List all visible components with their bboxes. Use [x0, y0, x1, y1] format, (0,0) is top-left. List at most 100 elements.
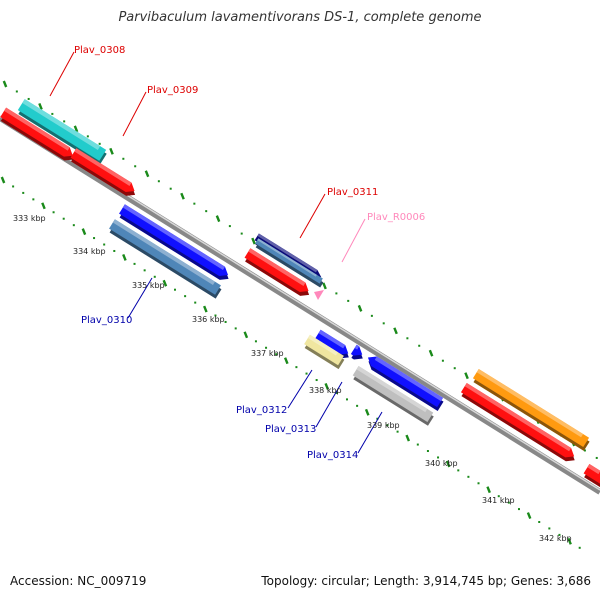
- gene-blue-0312a: [314, 329, 349, 359]
- gene-red-left-highlight: [4, 107, 70, 151]
- lower-tick-row-minor-tick: [548, 527, 551, 530]
- upper-tick-row-minor-tick: [240, 232, 243, 235]
- gene-label: Plav_R0006: [367, 212, 425, 223]
- upper-tick-row-minor-tick: [441, 359, 444, 362]
- gene-red-right: [460, 382, 575, 462]
- lower-tick-row-minor-tick: [295, 366, 298, 369]
- gene-blue-small: [350, 344, 363, 360]
- lower-tick-row-minor-tick: [315, 379, 318, 382]
- gene-red-0309-highlight: [74, 148, 132, 186]
- upper-tick-row-minor-tick: [122, 157, 125, 160]
- lower-tick-row-minor-tick: [437, 456, 440, 459]
- gene-red-0311-body: [244, 248, 309, 293]
- lower-tick-row-major-tick: [445, 460, 451, 468]
- lower-tick-row-minor-tick: [558, 533, 561, 536]
- gene-red-left: [0, 107, 74, 161]
- gene-label: Plav_0309: [147, 85, 198, 96]
- gene-khaki-0312-highlight: [307, 334, 338, 356]
- gene-navy-0311-highlight: [257, 233, 318, 273]
- lower-tick-row-minor-tick: [345, 398, 348, 401]
- lower-tick-row-minor-tick: [376, 417, 379, 420]
- tick-label: 339 kbp: [367, 421, 400, 430]
- lower-tick-row-minor-tick: [386, 424, 389, 427]
- gene-label: Plav_0310: [81, 315, 132, 326]
- gene-red-right-highlight: [464, 382, 572, 452]
- leader-line-6: [315, 381, 343, 428]
- lower-tick-row-minor-tick: [265, 346, 268, 349]
- upper-tick-row-minor-tick: [228, 225, 231, 228]
- gene-pink-R0006: [314, 290, 324, 300]
- upper-tick-row-major-tick: [180, 192, 185, 200]
- lower-tick-row-minor-tick: [93, 237, 96, 240]
- map-title: Parvibaculum lavamentivorans DS-1, compl…: [118, 10, 482, 25]
- lower-tick-row-major-tick: [405, 434, 411, 442]
- upper-tick-row-minor-tick: [15, 90, 18, 93]
- leader-line-0: [49, 51, 75, 97]
- lower-tick-row-major-tick: [324, 383, 330, 390]
- gene-blue-top-body: [119, 204, 229, 277]
- tick-label: 335 kbp: [132, 281, 165, 290]
- gene-red-0309-body: [70, 148, 135, 193]
- upper-tick-row-major-tick: [2, 80, 8, 88]
- genome-summary: Topology: circular; Length: 3,914,745 bp…: [261, 574, 591, 588]
- upper-tick-row-minor-tick: [63, 120, 66, 123]
- lower-tick-row-minor-tick: [356, 404, 359, 407]
- lower-tick-row-major-tick: [486, 486, 491, 494]
- accession-label: Accession: NC_009719: [10, 574, 147, 588]
- lower-tick-row-minor-tick: [22, 191, 25, 194]
- upper-tick-row-minor-tick: [595, 456, 598, 459]
- lower-tick-row-minor-tick: [143, 269, 146, 272]
- tick-label: 338 kbp: [309, 386, 342, 395]
- tick-label: 337 kbp: [251, 349, 284, 358]
- gene-red-edge: [583, 464, 600, 488]
- upper-tick-row-major-tick: [322, 282, 327, 290]
- upper-tick-row-minor-tick: [335, 292, 338, 295]
- gene-cyan-top-body: [17, 99, 107, 161]
- gene-blue-0314: [367, 356, 444, 412]
- gene-blue-0312a-body: [314, 329, 349, 355]
- lower-tick-row-major-tick: [203, 305, 208, 313]
- gene-arrows: [0, 99, 600, 488]
- lower-tick-row-minor-tick: [335, 391, 338, 394]
- lower-tick-row-minor-tick: [194, 301, 197, 304]
- tick-label: 334 kbp: [73, 247, 106, 256]
- gene-silver-0313-highlight: [356, 366, 428, 413]
- gene-steel-0311b-body: [255, 238, 323, 284]
- upper-tick-row-major-tick: [38, 102, 43, 110]
- lower-tick-row-minor-tick: [457, 469, 460, 472]
- lower-tick-row-major-tick: [526, 512, 532, 519]
- lower-tick-row-minor-tick: [254, 340, 257, 343]
- tick-label: 336 kbp: [192, 315, 225, 324]
- lower-tick-row-minor-tick: [275, 353, 278, 356]
- gene-steel-0310-highlight: [112, 219, 216, 285]
- lower-tick-row-major-tick: [41, 202, 46, 210]
- lower-tick-row-minor-tick: [234, 327, 237, 330]
- lower-tick-row-minor-tick: [497, 495, 500, 498]
- upper-tick-row-major-tick: [73, 125, 79, 133]
- lower-tick-row-minor-tick: [103, 243, 106, 246]
- lower-tick-row-major-tick: [162, 279, 168, 287]
- gene-cyan-top: [17, 99, 107, 165]
- upper-tick-row-minor-tick: [370, 314, 373, 317]
- lower-tick-row-minor-tick: [224, 320, 227, 323]
- lower-tick-row-major-tick: [364, 408, 370, 416]
- gene-orange-body: [472, 368, 590, 448]
- lower-tick-row-minor-tick: [396, 430, 399, 433]
- lower-tick-row-minor-tick: [173, 288, 176, 291]
- gene-steel-0310: [109, 219, 222, 299]
- lower-tick-row-minor-tick: [538, 520, 541, 523]
- gene-steel-0310-body: [109, 219, 221, 295]
- lower-tick-row-minor-tick: [416, 443, 419, 446]
- upper-tick-row-minor-tick: [134, 165, 137, 168]
- gene-label: Plav_0312: [236, 405, 287, 416]
- upper-tick-row-minor-tick: [51, 112, 54, 115]
- upper-tick-row-minor-tick: [86, 135, 89, 138]
- lower-tick-row-major-tick: [122, 253, 127, 261]
- gene-orange-highlight: [476, 368, 584, 438]
- gene-steel-0311b: [255, 238, 324, 288]
- lower-tick-row-major-tick: [567, 537, 572, 545]
- lower-tick-row-minor-tick: [153, 275, 156, 278]
- leader-line-7: [357, 411, 383, 454]
- gene-red-0311-highlight: [248, 248, 306, 286]
- gene-red-0309: [70, 148, 136, 196]
